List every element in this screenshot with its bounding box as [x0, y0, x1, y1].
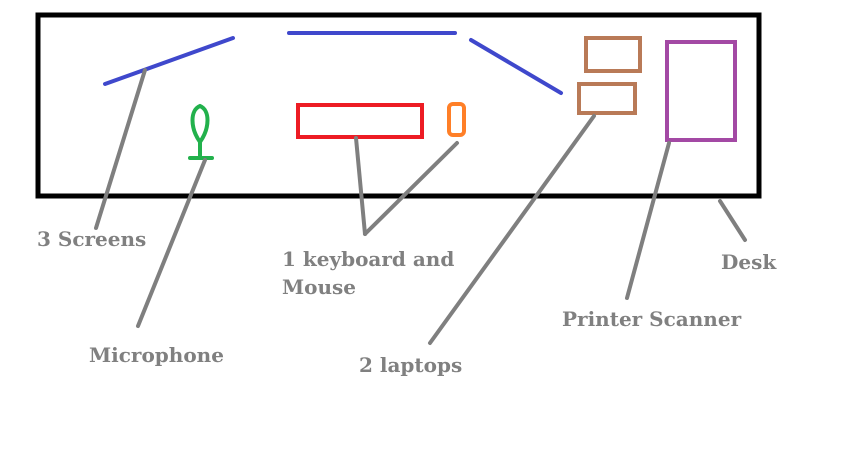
label-screens: 3 Screens: [37, 227, 146, 251]
label-laptops: 2 laptops: [359, 353, 462, 377]
leader-lines: [94, 68, 747, 345]
label-printer: Printer Scanner: [562, 307, 742, 331]
microphone-icon: [188, 103, 214, 160]
screen-right: [469, 38, 563, 95]
laptop-2: [577, 82, 637, 115]
label-keyboard-line1: 1 keyboard and: [282, 247, 454, 271]
printer-scanner: [665, 40, 737, 142]
mouse: [447, 102, 466, 137]
label-keyboard-line2: Mouse: [282, 275, 356, 299]
leader-mouse: [363, 141, 459, 236]
label-microphone: Microphone: [89, 343, 224, 367]
leader-keyboard: [354, 136, 367, 236]
label-desk: Desk: [721, 250, 777, 274]
desk-outline: [35, 12, 762, 199]
leader-screens: [94, 68, 147, 230]
laptop-1: [584, 36, 642, 73]
keyboard: [296, 103, 424, 139]
screen-left: [103, 36, 235, 86]
leader-desk: [718, 199, 747, 242]
leader-printer: [625, 141, 671, 300]
leader-microphone: [136, 158, 207, 328]
leader-laptops: [428, 114, 596, 345]
